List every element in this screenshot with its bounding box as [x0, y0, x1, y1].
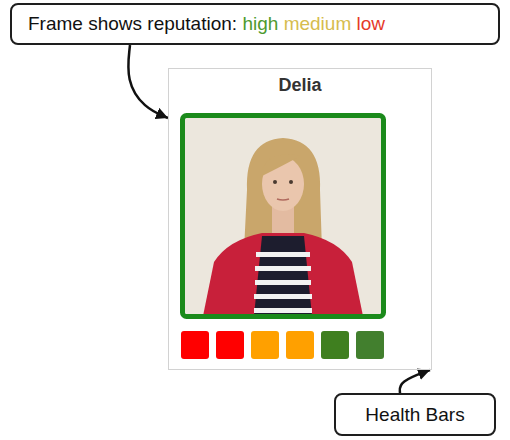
profile-card: Delia	[168, 68, 432, 370]
callout-text: Frame shows reputation:	[28, 13, 237, 34]
fringe	[262, 155, 300, 176]
health-bars	[181, 331, 384, 359]
reputation-word: low	[357, 13, 386, 34]
health-bar	[216, 331, 244, 359]
reputation-word: high	[242, 13, 278, 34]
striped-shirt	[254, 236, 312, 314]
callout-text: Delia	[169, 69, 431, 96]
shirt-stripe	[254, 294, 312, 299]
reputation-word: medium	[284, 13, 352, 34]
eye	[273, 180, 277, 184]
shirt-stripe	[255, 266, 311, 271]
text-group: Frame shows reputation:high mediumlow	[28, 13, 385, 35]
reputation-frame	[183, 116, 384, 317]
cardigan	[203, 233, 363, 314]
shirt-stripe	[254, 308, 312, 313]
mouth	[277, 199, 289, 200]
callout-text: Health Bars	[365, 404, 464, 425]
health-bar	[286, 331, 314, 359]
callout-box: Health Bars	[334, 393, 496, 436]
text-group: Delia	[169, 69, 431, 96]
callout-box: Frame shows reputation:high mediumlow	[10, 3, 500, 45]
health-bar	[321, 331, 349, 359]
leader-arrow	[128, 45, 168, 118]
health-bar	[356, 331, 384, 359]
leader-arrow	[400, 370, 430, 393]
health-bar	[181, 331, 209, 359]
text-group: Health Bars	[365, 404, 464, 426]
health-bar	[251, 331, 279, 359]
shirt-stripe	[255, 280, 311, 285]
shirt-stripe	[256, 252, 310, 257]
portrait-photo	[185, 118, 381, 314]
eye	[289, 180, 293, 184]
